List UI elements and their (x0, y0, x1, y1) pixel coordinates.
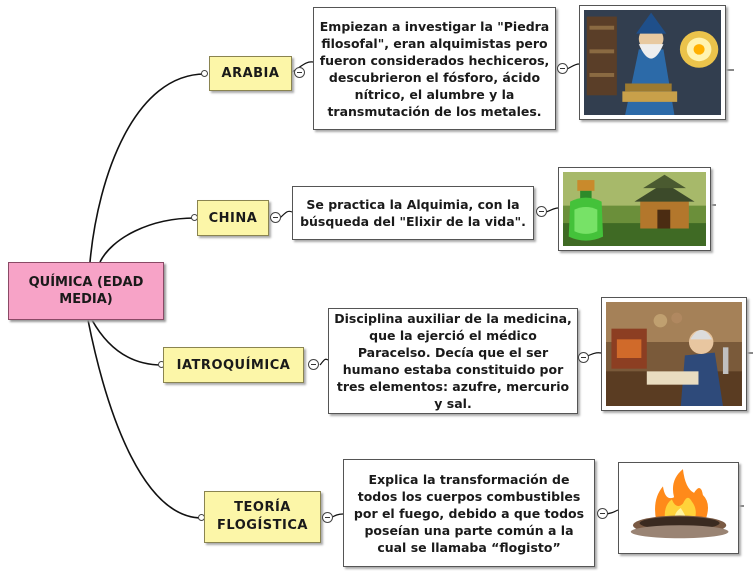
description-text: Explica la transformación de todos los c… (353, 471, 585, 555)
fire-pit-image (618, 462, 739, 554)
description-text: Disciplina auxiliar de la medicina, que … (334, 311, 572, 411)
green-elixir-bottle-and-pagoda-icon (563, 172, 706, 246)
branch-dot (201, 70, 208, 77)
collapse-toggle[interactable] (597, 508, 608, 519)
paracelsus-in-laboratory-icon (606, 302, 742, 406)
root-node[interactable]: QUÍMICA (EDAD MEDIA) (8, 262, 164, 320)
root-label: QUÍMICA (EDAD MEDIA) (28, 275, 144, 307)
description-china[interactable]: Se practica la Alquimia, con la búsqueda… (292, 186, 534, 240)
topic-iatroquimica[interactable]: IATROQUÍMICA (163, 347, 304, 383)
topic-china[interactable]: CHINA (197, 200, 269, 236)
topic-label: IATROQUÍMICA (176, 357, 291, 373)
collapse-toggle[interactable] (536, 206, 547, 217)
elixir-pagoda-image (558, 167, 711, 251)
description-iatroquimica[interactable]: Disciplina auxiliar de la medicina, que … (328, 308, 578, 414)
description-text: Empiezan a investigar la "Piedra filosof… (319, 18, 550, 119)
collapse-toggle[interactable] (322, 512, 333, 523)
fire-pit-flames-icon (623, 467, 734, 549)
topic-label: CHINA (208, 210, 258, 226)
alchemist-wizard-illustration-icon (584, 10, 721, 115)
topic-teoria-flogistica[interactable]: TEORÍA FLOGÍSTICA (204, 491, 321, 543)
collapse-toggle[interactable] (294, 67, 305, 78)
alchemist-wizard-image (579, 5, 726, 120)
collapse-toggle[interactable] (308, 359, 319, 370)
description-text: Se practica la Alquimia, con la búsqueda… (300, 197, 526, 229)
collapse-toggle[interactable] (578, 352, 589, 363)
description-teoria-flogistica[interactable]: Explica la transformación de todos los c… (343, 459, 595, 567)
paracelsus-lab-image (601, 297, 747, 411)
topic-label: ARABIA (221, 66, 280, 81)
collapse-toggle[interactable] (270, 212, 281, 223)
description-arabia[interactable]: Empiezan a investigar la "Piedra filosof… (313, 7, 556, 130)
topic-arabia[interactable]: ARABIA (209, 56, 292, 91)
collapse-toggle[interactable] (557, 63, 568, 74)
topic-label: TEORÍA FLOGÍSTICA (217, 500, 308, 533)
